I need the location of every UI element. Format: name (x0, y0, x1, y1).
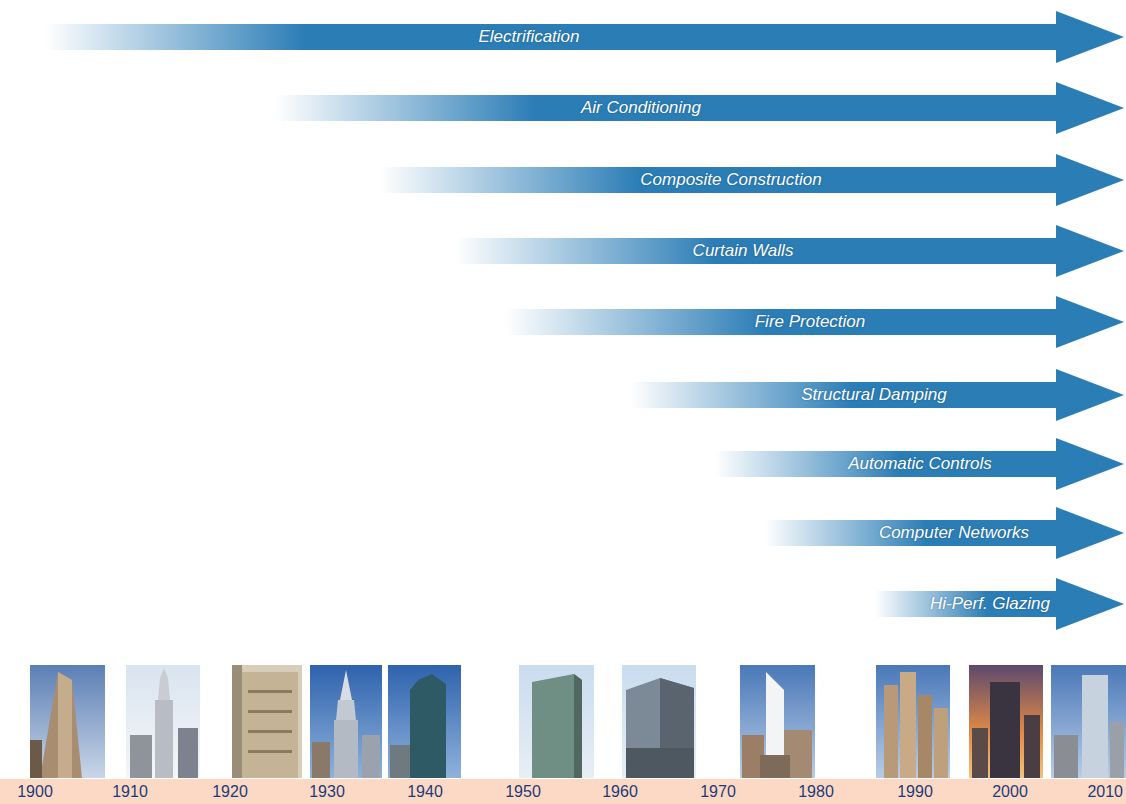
timeline-arrow: Hi-Perf. Glazing (875, 578, 1124, 630)
timeline-arrow: Curtain Walls (455, 225, 1124, 277)
timeline-arrow: Structural Damping (630, 369, 1124, 421)
arrow-label: Fire Protection (755, 312, 866, 332)
timeline-arrow: Automatic Controls (715, 438, 1124, 490)
year-label: 2010 (1087, 783, 1123, 801)
arrow-label: Structural Damping (801, 385, 947, 405)
year-label: 1960 (602, 783, 638, 801)
arrow-shape (45, 11, 1124, 63)
timeline-arrow: Fire Protection (505, 296, 1124, 348)
year-label: 1980 (798, 783, 834, 801)
timeline-arrow: Air Conditioning (275, 82, 1124, 134)
arrow-label: Air Conditioning (581, 98, 701, 118)
timeline-arrow: Electrification (45, 11, 1124, 63)
year-label: 1910 (112, 783, 148, 801)
timeline-arrow: Computer Networks (765, 507, 1124, 559)
year-label: 1900 (17, 783, 53, 801)
arrow-label: Hi-Perf. Glazing (930, 594, 1050, 614)
year-label: 1990 (897, 783, 933, 801)
arrow-label: Electrification (478, 27, 579, 47)
year-label: 1920 (212, 783, 248, 801)
arrow-label: Automatic Controls (848, 454, 992, 474)
year-label: 1970 (700, 783, 736, 801)
arrow-label: Composite Construction (640, 170, 821, 190)
year-label: 1930 (309, 783, 345, 801)
arrow-label: Computer Networks (879, 523, 1029, 543)
year-label: 1950 (505, 783, 541, 801)
arrow-label: Curtain Walls (693, 241, 794, 261)
timeline-arrow: Composite Construction (380, 154, 1124, 206)
year-label: 2000 (992, 783, 1028, 801)
year-label: 1940 (407, 783, 443, 801)
